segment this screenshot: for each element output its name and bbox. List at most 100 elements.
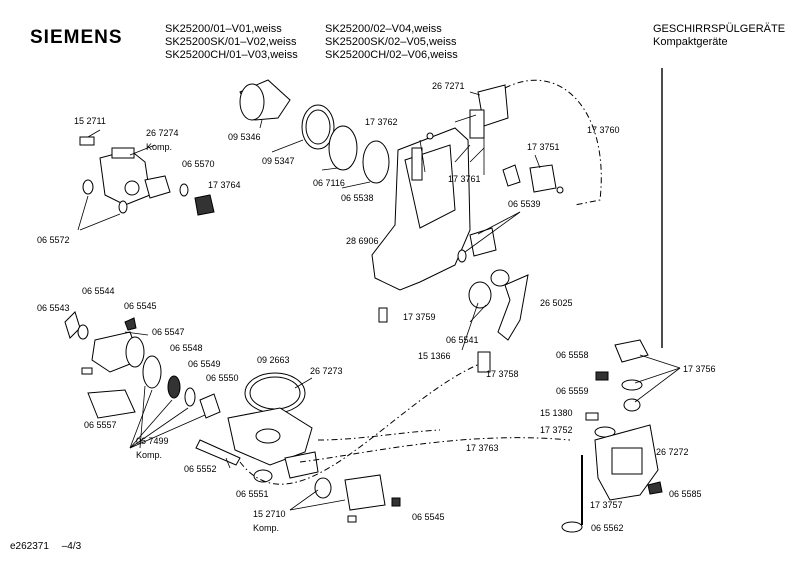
o-ring-part	[184, 387, 196, 407]
impeller-wheel	[199, 393, 221, 419]
valve-part-17-3751	[529, 164, 557, 193]
model-entry: SK25200SK/01–V02,weiss	[165, 36, 297, 48]
part-label: 26 7272	[656, 447, 689, 457]
drawing-stroke	[469, 109, 485, 139]
category-subtitle: Kompaktgeräte	[653, 36, 728, 48]
impeller-part	[314, 477, 332, 499]
cap-part	[614, 339, 649, 363]
screw-part	[124, 317, 137, 331]
plug-part	[194, 194, 215, 216]
drawing-stroke	[611, 447, 643, 475]
drawing-stroke	[321, 167, 339, 171]
drawing-stroke	[454, 144, 471, 163]
part-label: 09 5346	[228, 132, 261, 142]
drawing-stroke	[556, 186, 564, 194]
part-label: 06 5548	[170, 343, 203, 353]
part-label: 17 3764	[208, 180, 241, 190]
page-number: –4/3	[61, 541, 82, 552]
drawing-stroke	[585, 412, 599, 421]
part-label: 17 3762	[365, 117, 398, 127]
part-label: 06 5572	[37, 235, 70, 245]
part-label: 06 5544	[82, 286, 115, 296]
part-label: 06 5539	[508, 199, 541, 209]
hose-route	[317, 429, 441, 441]
drawing-stroke	[271, 139, 304, 153]
model-entry: SK25200SK/02–V05,weiss	[325, 36, 457, 48]
float-disc	[561, 521, 583, 533]
drawing-stroke	[255, 428, 281, 444]
drawing-stroke	[469, 91, 481, 96]
part-label: 06 5538	[341, 193, 374, 203]
part-label: 17 3758	[486, 369, 519, 379]
model-list-column-1: SK25200/01–V01,weiss SK25200SK/01–V02,we…	[165, 23, 298, 62]
drawing-stroke	[239, 83, 265, 121]
softener-group	[561, 339, 681, 533]
drawing-stroke	[81, 367, 93, 375]
part-label: 06 5551	[236, 489, 269, 499]
clip-part	[79, 136, 95, 146]
o-ring-part	[490, 269, 510, 287]
part-label: 06 5559	[556, 386, 589, 396]
part-label: 15 2711	[74, 116, 106, 126]
hose-route	[504, 79, 602, 206]
part-label: 06 5585	[669, 489, 702, 499]
part-label: 09 2663	[257, 355, 290, 365]
part-label: 26 7273	[310, 366, 343, 376]
drawing-stroke	[454, 114, 477, 123]
drawing-stroke	[129, 407, 189, 449]
o-ring-part	[179, 183, 189, 197]
drawing-stroke	[129, 144, 156, 156]
o-ring-part	[253, 469, 273, 483]
drawing-stroke	[124, 331, 149, 336]
part-label: Komp.	[253, 523, 279, 533]
drawing-stroke	[225, 457, 231, 469]
drawing-stroke	[426, 132, 434, 140]
drawing-stroke	[534, 154, 541, 169]
drawing-stroke	[289, 489, 319, 511]
drawing-stroke	[79, 213, 121, 231]
float-part	[468, 281, 492, 309]
part-label: 28 6906	[346, 236, 379, 246]
drawing-stroke	[464, 211, 521, 253]
part-label: 15 1366	[418, 351, 451, 361]
drawing-stroke	[634, 367, 681, 384]
o-ring-part	[118, 200, 128, 214]
part-label: 17 3751	[527, 142, 560, 152]
model-entry: SK25200/01–V01,weiss	[165, 23, 282, 35]
drawing-stroke	[411, 147, 423, 181]
drawing-stroke	[469, 304, 487, 323]
drawing-stroke	[305, 109, 331, 145]
drawing-stroke	[419, 139, 426, 173]
drawing-stroke	[144, 175, 171, 199]
part-label: 17 3761	[448, 174, 481, 184]
inlet-valve-group	[77, 129, 215, 231]
heater-part	[195, 439, 241, 466]
drawing-stroke	[129, 399, 173, 449]
drawing-stroke	[284, 451, 319, 479]
pipe-part	[497, 274, 529, 341]
model-entry: SK25200CH/01–V03,weiss	[165, 49, 298, 61]
model-entry: SK25200/02–V04,weiss	[325, 23, 442, 35]
seal-part	[167, 375, 181, 399]
drawing-stroke	[289, 499, 346, 511]
drain-pump	[344, 474, 386, 511]
part-label: 06 5543	[37, 303, 70, 313]
drawing-stroke	[77, 324, 89, 340]
ring-part	[362, 140, 390, 184]
part-label: 06 5550	[206, 373, 239, 383]
category-title: GESCHIRRSPÜLGERÄTE	[653, 23, 786, 35]
drawing-stroke	[125, 336, 145, 368]
part-label: 06 5552	[184, 464, 217, 474]
part-label: 06 7499	[136, 436, 169, 446]
category-block: GESCHIRRSPÜLGERÄTE Kompaktgeräte	[653, 23, 785, 49]
sump-group	[195, 359, 571, 523]
drawing-stroke	[129, 389, 153, 449]
drawing-stroke	[87, 129, 101, 138]
part-label: 17 3763	[466, 443, 499, 453]
hose-part	[477, 351, 491, 373]
drawing-stroke	[477, 211, 521, 235]
valve-cone	[623, 398, 641, 412]
